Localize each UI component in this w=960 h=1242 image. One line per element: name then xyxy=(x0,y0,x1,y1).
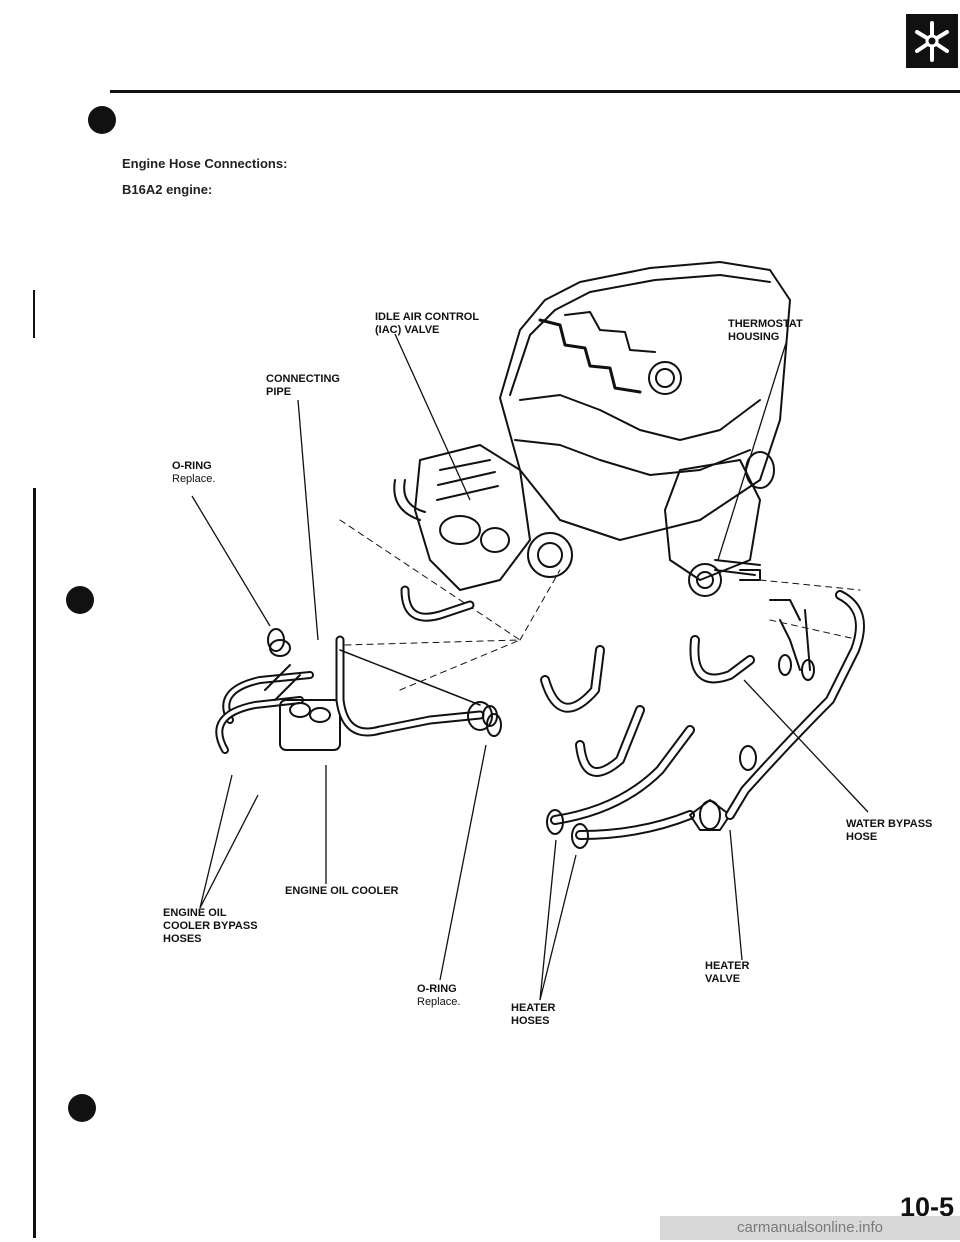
margin-bar-upper xyxy=(33,290,35,338)
leader-oil-cooler-bypass-1 xyxy=(199,794,259,909)
label-water-bypass-hose: WATER BYPASS HOSE xyxy=(846,818,933,843)
leader-connecting-pipe xyxy=(297,399,319,641)
leader-o-ring-top xyxy=(191,495,271,627)
label-engine-oil-cooler: ENGINE OIL COOLER xyxy=(285,885,399,897)
leader-heater-hose-1 xyxy=(539,839,557,1001)
label-iac-valve: IDLE AIR CONTROL (IAC) VALVE xyxy=(375,311,480,336)
label-heater-hoses: HEATER HOSES xyxy=(511,1002,556,1027)
iac-valve-assembly xyxy=(393,444,573,591)
leader-oil-cooler-bypass-2 xyxy=(199,774,233,909)
leader-water-bypass-hose xyxy=(743,679,869,813)
watermark[interactable]: carmanualsonline.info xyxy=(660,1216,960,1240)
connecting-pipe xyxy=(335,635,498,737)
header-rule xyxy=(110,90,960,93)
o-ring-top xyxy=(267,628,285,652)
engine-head xyxy=(499,261,791,541)
leader-o-ring-bottom xyxy=(439,744,487,981)
margin-bar-lower xyxy=(33,488,36,1238)
label-connecting-pipe: CONNECTING PIPE xyxy=(266,373,340,398)
o-ring-bottom xyxy=(486,713,502,737)
engine-subtitle: B16A2 engine: xyxy=(122,182,213,197)
margin-bullet-bottom xyxy=(68,1094,96,1122)
margin-bullet-middle xyxy=(66,586,94,614)
label-thermostat-housing: THERMOSTAT HOUSING xyxy=(728,318,803,343)
leader-thermostat-housing xyxy=(717,342,787,561)
label-o-ring-bottom: O-RING xyxy=(417,983,457,995)
leader-iac-valve xyxy=(394,333,471,501)
heater-valve-shape xyxy=(689,590,865,831)
label-o-ring-top: O-RING xyxy=(172,460,212,472)
margin-bullet-top xyxy=(88,106,116,134)
label-o-ring-bottom-note: Replace. xyxy=(417,996,461,1008)
heater-hoses xyxy=(540,645,695,849)
label-o-ring-top-note: Replace. xyxy=(172,473,216,485)
label-oil-cooler-bypass-hoses: ENGINE OIL COOLER BYPASS HOSES xyxy=(163,907,258,945)
leader-heater-hose-2 xyxy=(539,854,577,1001)
coolant-system-icon xyxy=(906,14,958,68)
label-heater-valve: HEATER VALVE xyxy=(705,960,750,985)
page-title: Engine Hose Connections: xyxy=(122,156,288,171)
engine-oil-cooler xyxy=(215,639,341,754)
leader-heater-valve xyxy=(729,829,743,961)
water-bypass-hose-shape xyxy=(689,599,815,684)
